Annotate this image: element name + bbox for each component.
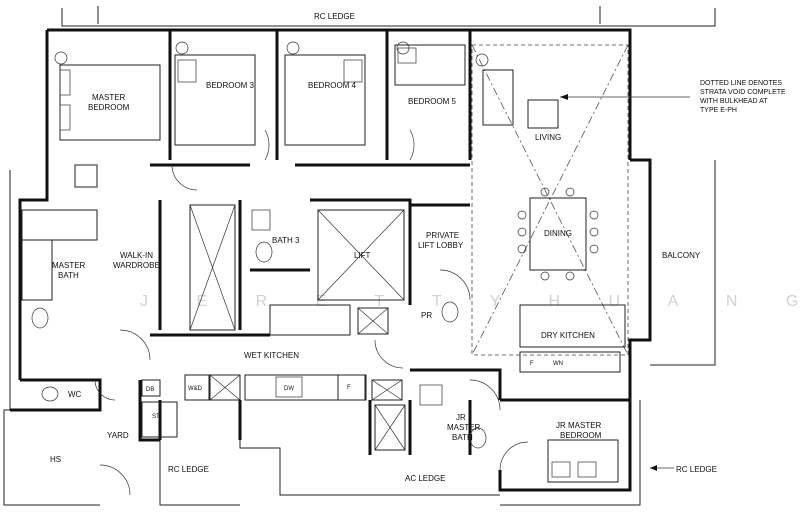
room-bath-3: BATH 3 <box>272 236 300 245</box>
door-swings <box>94 129 529 496</box>
room-bedroom-4: BEDROOM 4 <box>308 81 357 90</box>
room-walkin-2: WARDROBE <box>113 261 160 270</box>
note-line-3: WITH BULKHEAD AT <box>700 98 768 105</box>
fixture-dw: DW <box>284 386 294 392</box>
room-bedroom-3: BEDROOM 3 <box>206 81 255 90</box>
fixture-wd: W&D <box>188 386 203 392</box>
room-jr-bath-1: JR <box>456 413 466 422</box>
room-bedroom-5: BEDROOM 5 <box>408 97 457 106</box>
ledge-outline <box>3 6 716 506</box>
strata-void <box>471 44 690 356</box>
note-line-2: STRATA VOID COMPLETE <box>700 89 786 96</box>
walls <box>10 28 652 492</box>
room-wet-kitchen: WET KITCHEN <box>244 351 299 360</box>
room-balcony: BALCONY <box>662 251 701 260</box>
room-hs: HS <box>50 455 61 464</box>
fixture-fridge-dry: F <box>530 361 534 367</box>
room-walkin-1: WALK-IN <box>120 251 153 260</box>
room-master-bath-2: BATH <box>58 271 79 280</box>
fixture-st: ST <box>152 414 160 420</box>
room-living: LIVING <box>535 133 561 142</box>
room-jr-bedroom-1: JR MASTER <box>556 421 602 430</box>
room-dry-kitchen: DRY KITCHEN <box>541 331 595 340</box>
ledge-label-top: RC LEDGE <box>314 12 355 21</box>
kitchen-counters <box>141 304 621 438</box>
room-master-bedroom-2: BEDROOM <box>88 103 130 112</box>
room-lift: LIFT <box>354 251 371 260</box>
note-line-4: TYPE E-PH <box>700 107 737 114</box>
ledge-label-ac: AC LEDGE <box>405 474 445 483</box>
room-dining: DINING <box>544 229 572 238</box>
ledge-label-right: RC LEDGE <box>676 465 717 474</box>
note-line-1: DOTTED LINE DENOTES <box>700 80 782 87</box>
watermark: J E R E T T Y H U A N G <box>140 293 800 310</box>
room-private-lift-1: PRIVATE <box>426 231 459 240</box>
ledge-label-bottom-left: RC LEDGE <box>168 465 209 474</box>
beds <box>59 44 619 483</box>
room-master-bath-1: MASTER <box>52 261 86 270</box>
bath-fixtures <box>21 209 487 449</box>
room-pr: PR <box>421 311 432 320</box>
fixture-wn: WN <box>553 361 563 367</box>
room-master-bedroom-1: MASTER <box>92 93 126 102</box>
room-yard: YARD <box>107 431 129 440</box>
room-jr-bedroom-2: BEDROOM <box>560 431 602 440</box>
fixture-fridge-wet: F <box>347 385 351 391</box>
room-jr-bath-2: MASTER <box>447 423 481 432</box>
room-private-lift-2: LIFT LOBBY <box>418 241 464 250</box>
furniture <box>74 69 626 348</box>
fixture-db: DB <box>146 387 154 393</box>
lift-shafts <box>189 204 406 451</box>
room-jr-bath-3: BATH <box>452 433 473 442</box>
room-wc: WC <box>68 390 82 399</box>
